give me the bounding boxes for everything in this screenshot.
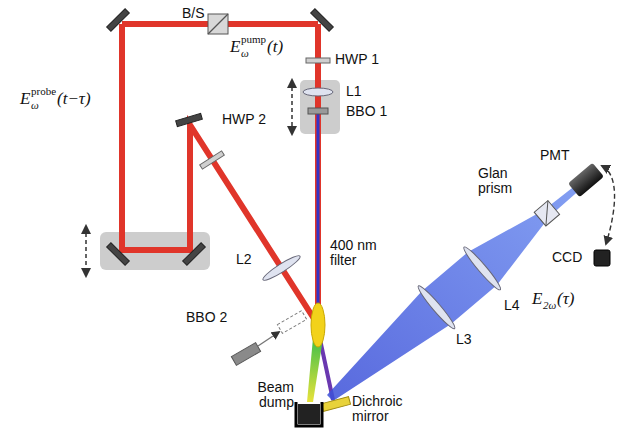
mirror xyxy=(183,243,206,266)
second-harmonic-beam xyxy=(317,114,320,330)
component-label: HWP 1 xyxy=(335,52,379,67)
lens xyxy=(261,253,302,283)
probe-beam xyxy=(122,24,318,325)
bbo-crystal xyxy=(308,108,328,114)
lens xyxy=(303,88,333,96)
bbo-crystal xyxy=(231,343,260,366)
field-argument: (τ) xyxy=(557,290,574,309)
stage-motion-arrow xyxy=(291,80,293,134)
component-label: BBO 1 xyxy=(346,104,387,119)
field-symbol: E xyxy=(230,38,240,57)
detector-swap-arrow xyxy=(602,166,615,244)
mirror xyxy=(107,9,130,32)
mirror xyxy=(176,113,203,126)
field-argument: (t) xyxy=(267,38,283,57)
component-label: 400 nm filter xyxy=(330,238,384,269)
mirror xyxy=(183,243,206,266)
component-label: PMT xyxy=(540,148,570,163)
mirror xyxy=(176,113,203,126)
focus-spot xyxy=(311,303,325,347)
field-symbol: E xyxy=(20,90,30,109)
beamsplitter-cube xyxy=(208,14,228,34)
field-subscript: ω xyxy=(241,47,249,59)
lens xyxy=(461,244,503,292)
lens xyxy=(415,283,457,331)
mirror xyxy=(107,243,130,266)
field-argument: (t−τ) xyxy=(57,90,91,109)
insert-arrow xyxy=(258,332,279,346)
field-superscript: pump xyxy=(241,33,266,45)
component-label: CCD xyxy=(552,250,582,265)
field-superscript: probe xyxy=(31,85,56,97)
component-label: L4 xyxy=(504,298,520,313)
component-label: Beam dump xyxy=(250,380,294,411)
half-wave-plate xyxy=(200,151,225,169)
glan-prism xyxy=(534,201,559,226)
component-label: Dichroic mirror xyxy=(352,394,414,425)
field-subscript: 2ω xyxy=(543,299,556,311)
component-label: Glan prism xyxy=(478,166,524,197)
component-label: BBO 2 xyxy=(186,310,227,325)
beamsplitter-label: B/S xyxy=(182,6,205,21)
mirror xyxy=(311,9,334,32)
glan-prism xyxy=(534,201,559,226)
lens xyxy=(415,283,457,331)
mirror xyxy=(311,9,334,32)
glan-prism xyxy=(534,201,559,226)
mirror xyxy=(107,9,130,32)
field-symbol: E xyxy=(532,290,542,309)
lens xyxy=(261,253,302,283)
field-subscript: ω xyxy=(31,99,39,111)
photomultiplier xyxy=(568,163,604,197)
bbo-crystal-position xyxy=(277,311,306,334)
beamsplitter-cube xyxy=(208,14,228,34)
signal-beam xyxy=(327,181,583,401)
lens xyxy=(461,244,503,292)
half-wave-plate xyxy=(200,151,225,169)
component-label: L2 xyxy=(236,252,252,267)
component-label: HWP 2 xyxy=(222,112,266,127)
residual-beam xyxy=(307,338,323,402)
component-label: L1 xyxy=(346,84,362,99)
beam-dump xyxy=(298,404,320,424)
photomultiplier xyxy=(568,163,604,197)
bbo-crystal-position xyxy=(277,311,306,334)
dichroic-mirror xyxy=(321,397,350,412)
half-wave-plate xyxy=(306,58,330,63)
bbo-crystal xyxy=(231,343,260,366)
beam-dump xyxy=(296,402,322,426)
ccd-camera xyxy=(594,250,610,266)
dichroic-mirror xyxy=(321,397,350,412)
component-label: L3 xyxy=(456,332,472,347)
stage-motion-arrow xyxy=(85,226,87,276)
mirror xyxy=(107,243,130,266)
